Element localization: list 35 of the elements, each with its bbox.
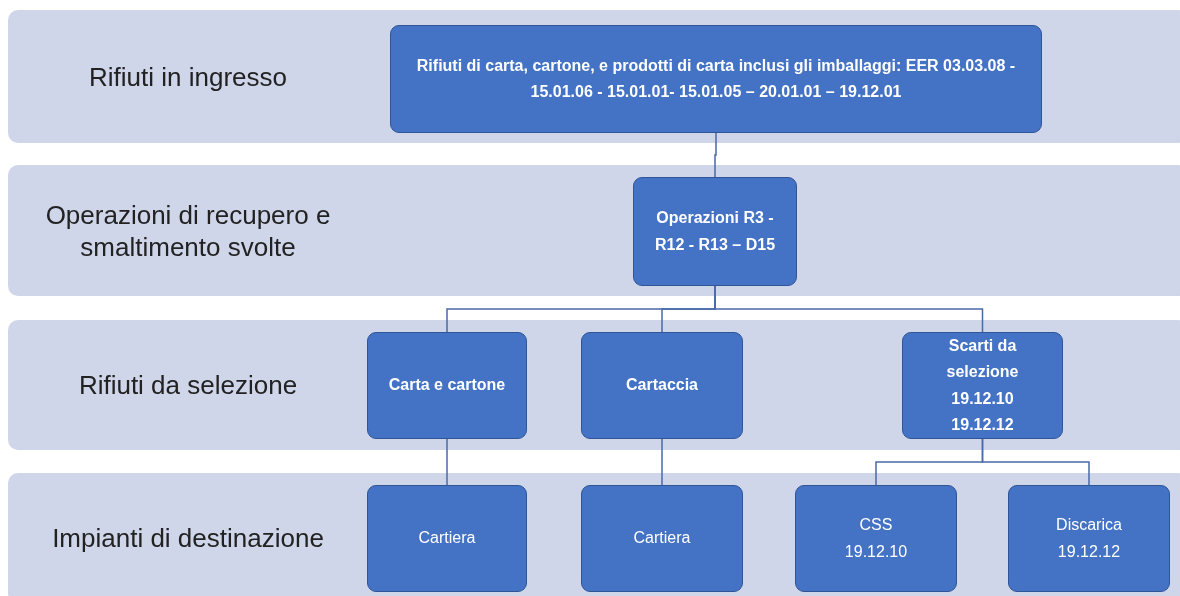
- lane-title: Rifiuti in ingresso: [88, 60, 288, 93]
- connector-line: [714, 285, 984, 333]
- box-text: 19.12.10: [844, 541, 908, 562]
- box-text: Cartaccia: [625, 375, 698, 396]
- box-text: Cartiera: [633, 528, 691, 549]
- process-box: [581, 332, 743, 439]
- lane-band: [8, 473, 1180, 596]
- process-box: [390, 25, 1042, 133]
- box-text: Carta e cartone: [388, 375, 506, 396]
- lane-band: [8, 165, 1180, 296]
- box-text: 19.12.12: [1057, 541, 1121, 562]
- connector-line: [661, 438, 663, 486]
- process-box: [633, 177, 797, 286]
- lane-band: [8, 320, 1180, 450]
- process-box: [902, 332, 1063, 439]
- connector-line: [714, 132, 717, 178]
- lane-band: [8, 10, 1180, 143]
- process-box: [581, 485, 743, 592]
- lane-title: Rifiuti da selezione: [77, 368, 299, 402]
- connector-line: [446, 438, 448, 486]
- process-box: [1008, 485, 1170, 592]
- process-box: [795, 485, 957, 592]
- box-text: Operazioni R3 - R12 - R13 – D15: [653, 208, 777, 255]
- box-text: CSS: [859, 515, 893, 536]
- connector-line: [981, 438, 1090, 486]
- box-text: Discarica: [1056, 515, 1122, 536]
- box-text: Cartiera: [418, 528, 476, 549]
- box-text: Rifiuti di carta, cartone, e prodotti di carta inclusi gli imballaggi: EER 03.03.08 - 15.01.06 - 15.01.01- 15.01.05 – 20.01.01 – 19.12.01: [415, 55, 1017, 102]
- lane-title: Impianti di destinazione: [51, 521, 325, 555]
- lane-title: Operazioni di recupero e smaltimento svolte: [44, 198, 332, 263]
- process-box: [367, 485, 527, 592]
- box-text: 19.12.12: [951, 414, 1014, 435]
- box-text: 19.12.10: [951, 388, 1014, 409]
- process-box: [367, 332, 527, 439]
- box-text: Scarti da selezione: [945, 335, 1020, 383]
